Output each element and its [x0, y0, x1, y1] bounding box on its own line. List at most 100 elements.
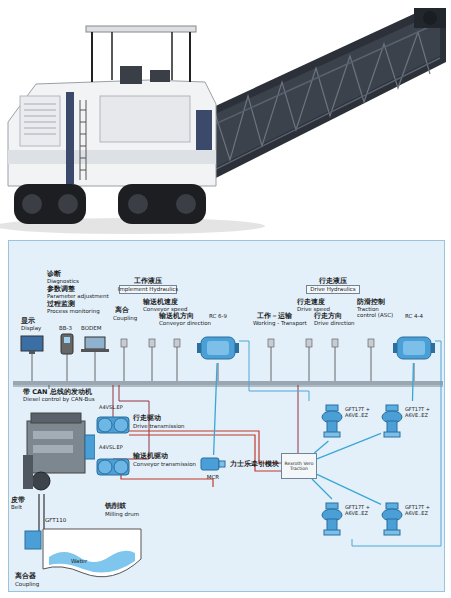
canopy: [171, 32, 173, 80]
machine-body: [80, 100, 86, 180]
callout-label: 行走方向: [314, 313, 342, 320]
drive-motor: GFT17T + A6VE..EZ: [381, 499, 443, 539]
sensor-wires: [239, 341, 309, 401]
motor-symbol: [326, 405, 338, 411]
bus-drops: [335, 347, 336, 381]
motor-symbol: [386, 503, 398, 509]
control-devices: [21, 336, 43, 351]
system-panel: 诊断Diagnostics参数调整Parameter adjustment过程监…: [8, 240, 445, 592]
machine-body: [8, 80, 216, 186]
motor-symbol: [324, 432, 340, 437]
callout-label: Display: [21, 325, 41, 331]
milling-drum: [43, 529, 141, 577]
motor-symbol: [384, 530, 400, 535]
callout-label: Conveyor transmission: [133, 461, 196, 467]
bus-drops: [218, 363, 219, 381]
callout-label: Milling drum: [105, 511, 139, 517]
machine-body: [150, 70, 170, 82]
callout-label: Process monitoring: [47, 308, 100, 314]
sensor-symbols: [368, 339, 374, 347]
belt-drive: [25, 531, 41, 549]
callout-label: Parameter adjustment: [47, 293, 109, 299]
motor-symbol: [381, 403, 403, 439]
controller-symbol: [197, 333, 239, 363]
sensor-symbols: [332, 339, 338, 347]
canopy: [91, 32, 93, 82]
heading-text: 力士乐牵引模块: [230, 461, 279, 468]
callout-label: 参数调整: [47, 286, 75, 293]
text-group: GFT17T + A6VE..EZ: [345, 505, 383, 517]
text-group: GFT17T + A6VE..EZ: [405, 505, 443, 517]
engine-symbol: [33, 431, 73, 439]
motor-symbol: [386, 405, 398, 411]
milling-drum: [43, 529, 141, 577]
node-text: Drive Hydraulics: [310, 286, 355, 292]
machine-body: [8, 66, 216, 186]
controller-unit: RC 4-4: [393, 313, 435, 363]
callout-label: 输送机驱动: [133, 453, 168, 460]
callout-label: Diagnostics: [47, 278, 79, 284]
bus-drops: [32, 354, 33, 381]
traction-module: 力士乐牵引模块Rexroth Vero Traction: [281, 453, 317, 479]
callout-label: 输送机方向: [159, 313, 194, 320]
callout-label: BODEM: [81, 325, 101, 331]
callout-label: 防滑控制: [357, 299, 385, 306]
text-group: RC 4-4: [383, 313, 445, 319]
callout-label: Drive speed: [297, 306, 330, 312]
control-wires: [113, 385, 114, 417]
sensor-symbols: [306, 339, 312, 347]
pump-symbols: [114, 418, 128, 432]
node-text: RC 6-9: [209, 313, 227, 319]
bus-drops: [371, 347, 372, 381]
motor-symbol: [384, 432, 400, 437]
conveyor-truss: [198, 58, 440, 178]
conveyor-truss: [423, 11, 437, 25]
engine-symbol: [85, 435, 95, 459]
callout-label: A4VSL.EP: [99, 405, 123, 411]
controller-unit: RC 6-9: [197, 313, 239, 363]
bus-drops: [152, 347, 153, 381]
bus-drops: [177, 347, 178, 381]
signal-connector: [314, 441, 328, 453]
engine-symbol: [31, 413, 81, 423]
hydraulic-pipes: [121, 475, 213, 487]
conveyor-truss: [414, 8, 446, 28]
callout-label: Traction control (ASC): [357, 306, 397, 319]
callout-label: GFT110: [45, 517, 66, 523]
bus-drops: [124, 347, 125, 381]
controller-symbol: [431, 343, 435, 353]
motor-symbol: [327, 421, 337, 433]
motor-symbol: [201, 458, 219, 470]
pump-symbols: [97, 459, 129, 475]
machine-body: [8, 150, 216, 164]
can-bus: [13, 386, 443, 387]
pump-symbols: [114, 460, 128, 474]
sensor-symbols: [121, 339, 374, 347]
engine-symbol: [23, 411, 95, 493]
sensor-symbols: [174, 339, 180, 347]
canopy: [86, 26, 196, 32]
callout-label: 行走速度: [297, 299, 325, 306]
engine-symbol: [23, 411, 95, 493]
callout-label: Conveyor direction: [159, 320, 211, 326]
node-text: GFT17T + A6VE..EZ: [405, 407, 443, 419]
crawler-tracks: [118, 184, 206, 224]
signal-connector: [312, 479, 332, 499]
canopy: [86, 26, 196, 82]
drive-motor: GFT17T + A6VE..EZ: [321, 499, 383, 539]
control-devices: [64, 337, 70, 343]
machine-body: [66, 92, 74, 184]
node-text: GFT17T + A6VE..EZ: [345, 407, 383, 419]
control-devices: [85, 337, 105, 349]
callout-label: Coupling: [113, 315, 137, 321]
controller-symbol: [397, 337, 431, 359]
controller-symbol: [393, 333, 435, 363]
belt-drive: [38, 494, 39, 533]
belt-drive: [43, 494, 44, 533]
control-wires: [113, 385, 298, 459]
crawler-tracks: [58, 194, 78, 214]
text-group: 带 CAN 总线的发动机Diesel control by CAN-Bus: [23, 389, 95, 403]
sensor-symbols: [121, 339, 127, 347]
motor-symbol: [327, 519, 337, 531]
crawler-tracks: [176, 194, 196, 214]
